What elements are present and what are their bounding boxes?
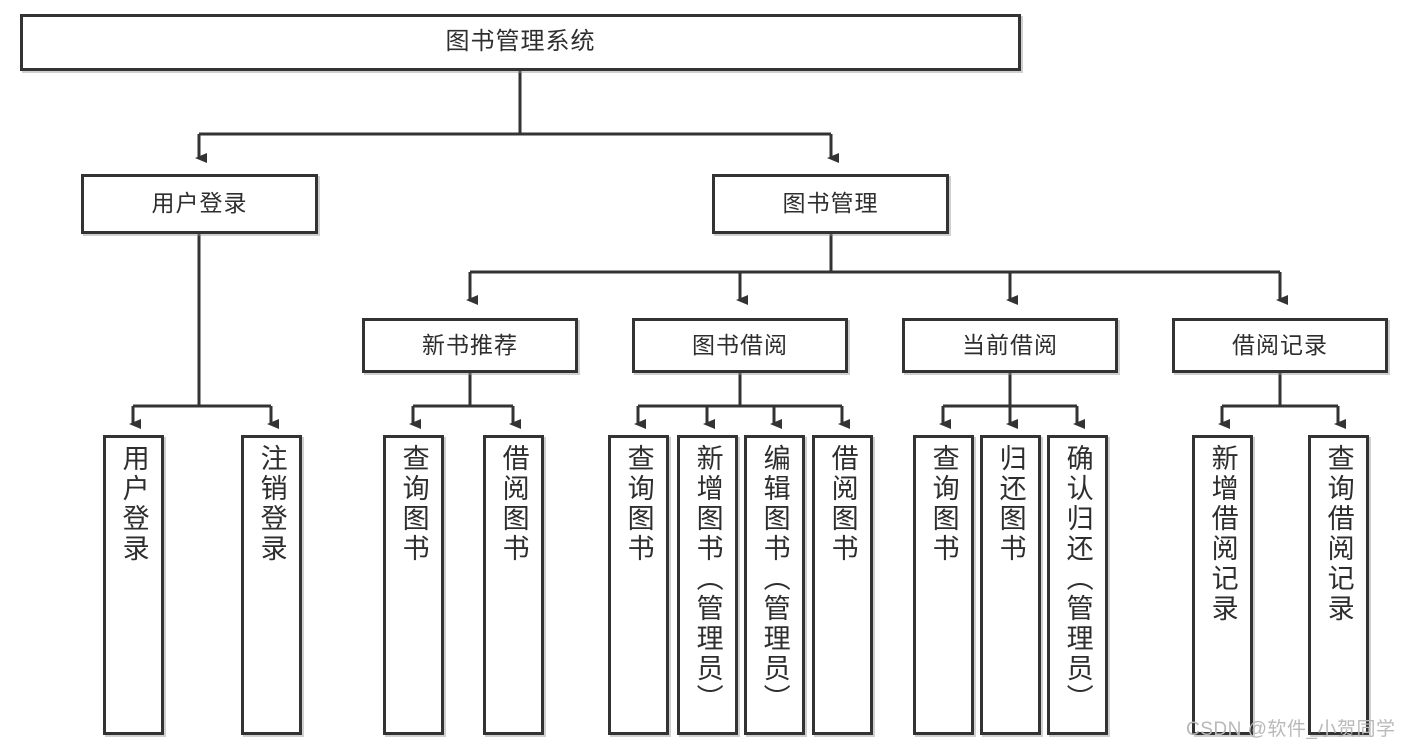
leaf-borrow-record-add[interactable]: 新增借阅记录 xyxy=(1192,435,1253,735)
node-label: 新书推荐 xyxy=(422,331,518,358)
node-current-borrow[interactable]: 当前借阅 xyxy=(902,318,1118,373)
node-book-management[interactable]: 图书管理 xyxy=(712,174,949,234)
node-book-borrow[interactable]: 图书借阅 xyxy=(632,318,848,373)
leaf-new-book-query[interactable]: 查询图书 xyxy=(383,435,444,735)
leaf-current-borrow-query[interactable]: 查询图书 xyxy=(913,435,974,735)
node-label: 编辑图书（管理员） xyxy=(759,444,790,714)
node-label: 查询图书 xyxy=(623,444,654,564)
node-user-login[interactable]: 用户登录 xyxy=(81,174,318,234)
node-label: 借阅记录 xyxy=(1232,331,1328,358)
leaf-current-borrow-return[interactable]: 归还图书 xyxy=(980,435,1041,735)
node-label: 查询图书 xyxy=(398,444,429,564)
leaf-book-borrow-query[interactable]: 查询图书 xyxy=(608,435,669,735)
leaf-book-borrow-lend[interactable]: 借阅图书 xyxy=(812,435,873,735)
leaf-book-borrow-edit[interactable]: 编辑图书（管理员） xyxy=(744,435,805,735)
node-label: 用户登录 xyxy=(118,444,149,564)
node-label: 图书管理 xyxy=(782,190,879,217)
node-label: 图书管理系统 xyxy=(445,28,596,56)
node-label: 确认归还（管理员） xyxy=(1062,444,1093,714)
node-label: 归还图书 xyxy=(995,444,1026,564)
csdn-watermark: CSDN @软件_小贺同学 xyxy=(1186,719,1396,740)
leaf-user-login-signout[interactable]: 注销登录 xyxy=(241,435,302,735)
node-label: 新增图书（管理员） xyxy=(692,444,723,714)
leaf-borrow-record-query[interactable]: 查询借阅记录 xyxy=(1308,435,1369,735)
node-new-book-recommend[interactable]: 新书推荐 xyxy=(362,318,578,373)
node-label: 图书借阅 xyxy=(692,331,788,358)
node-root-book-management-system[interactable]: 图书管理系统 xyxy=(20,14,1021,71)
node-label: 注销登录 xyxy=(256,444,287,564)
node-label: 借阅图书 xyxy=(827,444,858,564)
node-label: 借阅图书 xyxy=(498,444,529,564)
node-label: 新增借阅记录 xyxy=(1207,444,1238,624)
node-label: 用户登录 xyxy=(151,190,248,217)
leaf-new-book-borrow[interactable]: 借阅图书 xyxy=(483,435,544,735)
leaf-user-login-signin[interactable]: 用户登录 xyxy=(103,435,164,735)
node-label: 查询图书 xyxy=(928,444,959,564)
node-label: 当前借阅 xyxy=(962,331,1058,358)
leaf-current-borrow-confirm-return[interactable]: 确认归还（管理员） xyxy=(1047,435,1108,735)
node-borrow-record[interactable]: 借阅记录 xyxy=(1172,318,1388,373)
node-label: 查询借阅记录 xyxy=(1323,444,1354,624)
leaf-book-borrow-add[interactable]: 新增图书（管理员） xyxy=(677,435,738,735)
